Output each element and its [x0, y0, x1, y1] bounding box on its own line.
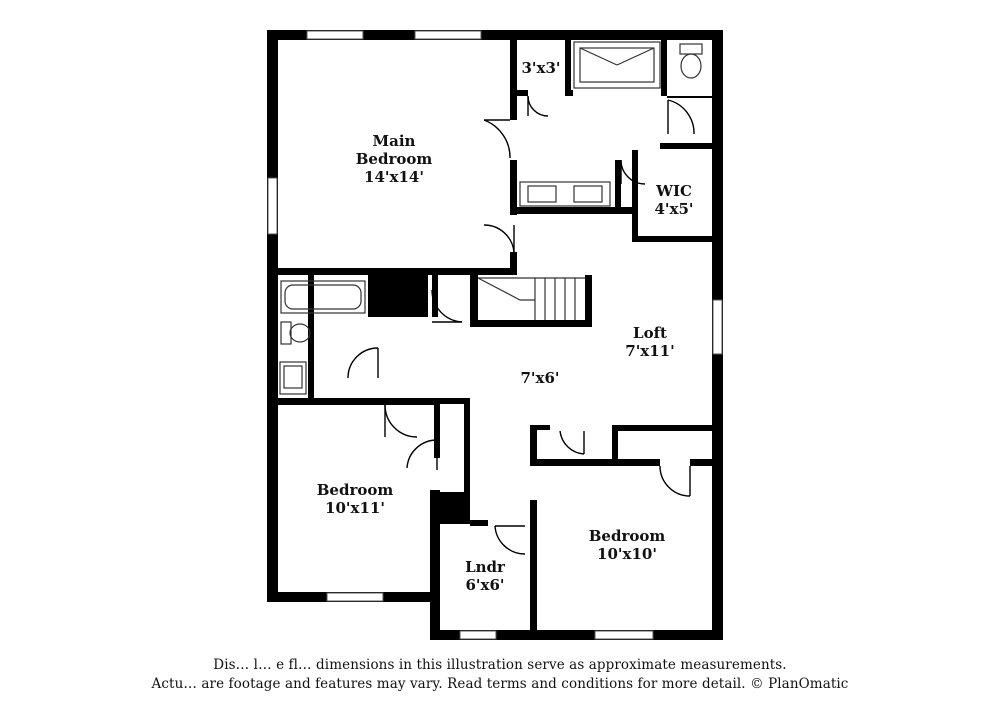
- wic-name: WIC: [655, 182, 692, 200]
- interior-walls: [278, 30, 712, 640]
- bathtub-icon: [280, 280, 366, 314]
- bedroom-left-name: Bedroom: [317, 481, 394, 499]
- bedroom-right-name: Bedroom: [589, 527, 666, 545]
- bedroom-right-size: 10'x10': [597, 545, 657, 563]
- room-labels: Main Bedroom 14'x14' 3'x3' WIC 4'x5' Lof…: [317, 59, 694, 594]
- main-bedroom-name-1: Main: [373, 132, 416, 150]
- windows: [267, 30, 723, 640]
- loft-name: Loft: [633, 324, 667, 342]
- disclaimer-line-1: Dis… l… e fl… dimensions in this illustr…: [213, 657, 787, 673]
- bedroom-left-size: 10'x11': [325, 499, 385, 517]
- laundry-name: Lndr: [465, 558, 506, 576]
- sink-icon-hall: [279, 361, 307, 395]
- hall-size: 7'x6': [520, 369, 559, 387]
- floor-plan: Main Bedroom 14'x14' 3'x3' WIC 4'x5' Lof…: [267, 30, 723, 640]
- main-bedroom-size: 14'x14': [364, 168, 424, 186]
- toilet-icon-hall: [280, 321, 311, 345]
- disclaimer-line-2: Actu… are footage and features may vary.…: [151, 676, 849, 692]
- stairs-icon: [477, 277, 585, 320]
- wic-size: 4'x5': [654, 200, 693, 218]
- toilet-icon: [679, 43, 703, 79]
- closet-size: 3'x3': [521, 59, 560, 77]
- main-bedroom-name-2: Bedroom: [356, 150, 433, 168]
- loft-size: 7'x11': [625, 342, 674, 360]
- laundry-size: 6'x6': [465, 576, 504, 594]
- fixtures: [279, 41, 703, 395]
- doors: [347, 95, 695, 555]
- double-sink-icon: [519, 181, 611, 207]
- shower-icon: [573, 41, 661, 89]
